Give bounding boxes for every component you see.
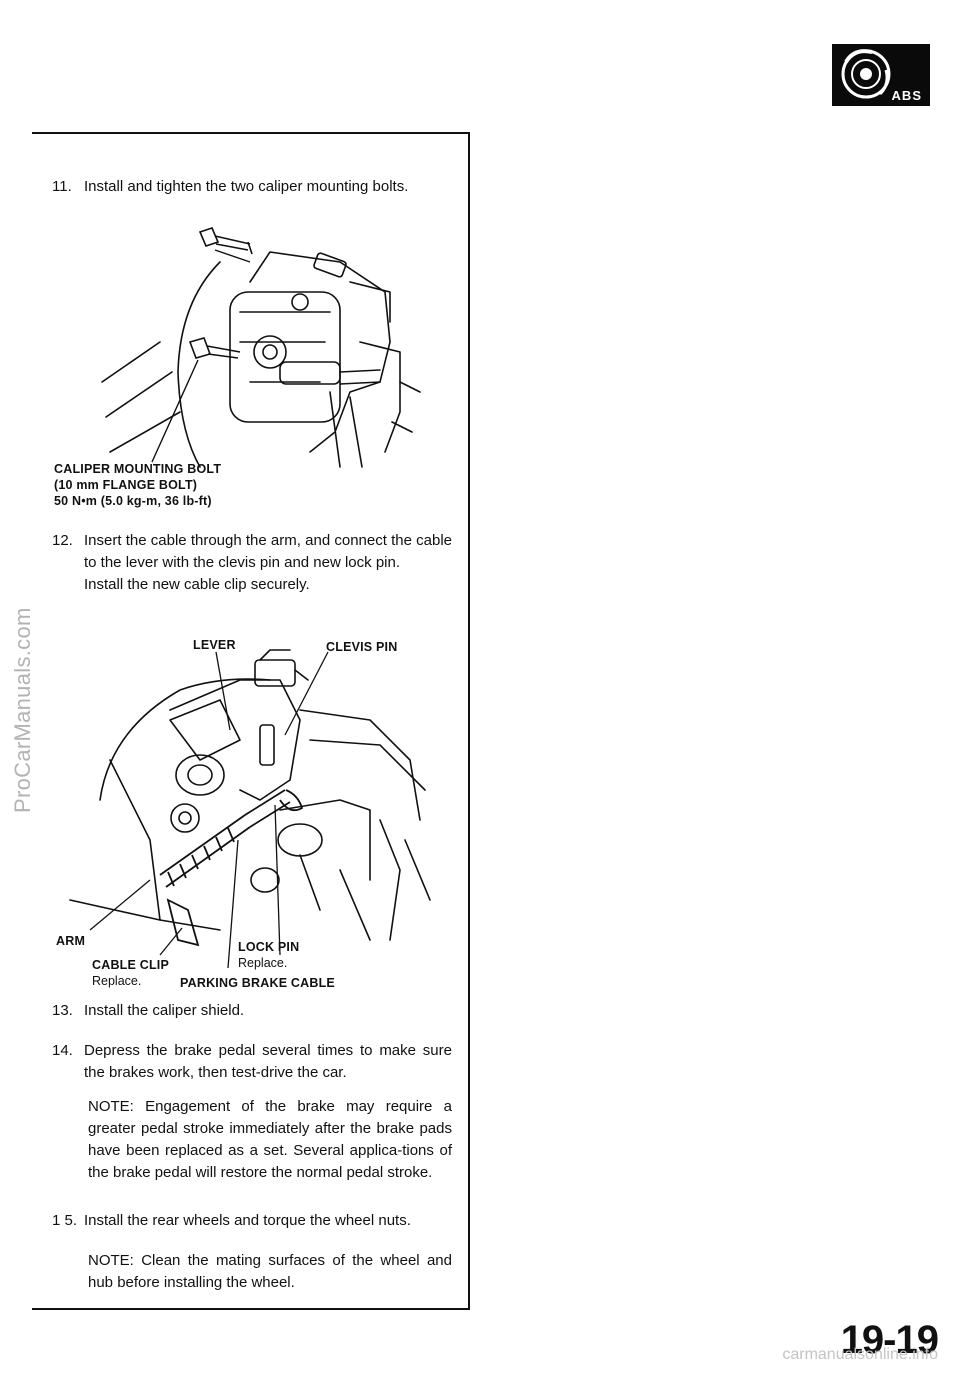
flange-bolt-size-label: (10 mm FLANGE BOLT) [54, 478, 198, 492]
caliper-mounting-bolt-label: CALIPER MOUNTING BOLT [54, 462, 222, 476]
step-15-note: NOTE: Clean the mating surfaces of the w… [88, 1252, 452, 1291]
step-text: Insert the cable through the arm, and co… [84, 532, 452, 571]
step-extra-text: Install the new cable clip securely. [84, 576, 310, 593]
lock-pin-label: LOCK PIN [238, 940, 300, 954]
clevis-pin-label: CLEVIS PIN [326, 640, 398, 654]
step-text: Install the rear wheels and torque the w… [84, 1212, 411, 1229]
step-11: 11. Install and tighten the two caliper … [52, 176, 452, 198]
step-number: 12. [52, 532, 73, 549]
frame-bottom-rule [32, 1308, 470, 1310]
step-13: 13. Install the caliper shield. [52, 1000, 452, 1022]
page-number: 19-19 [840, 1318, 939, 1362]
step-number: 13. [52, 1002, 73, 1019]
cable-clip-label: CABLE CLIP [92, 958, 169, 972]
frame-top-rule [32, 132, 470, 134]
step-text: Depress the brake pedal several times to… [84, 1042, 452, 1081]
step-12: 12. Insert the cable through the arm, an… [52, 530, 452, 596]
torque-spec-label: 50 N•m (5.0 kg-m, 36 lb-ft) [54, 494, 212, 508]
step-15: 1 5. Install the rear wheels and torque … [52, 1210, 452, 1232]
parking-brake-cable-figure [69, 649, 431, 969]
frame-right-rule [468, 132, 470, 1310]
lever-label: LEVER [193, 638, 236, 652]
abs-badge-label: ABS [891, 88, 922, 103]
arm-label: ARM [56, 934, 86, 948]
caliper-mounting-bolt-figure [101, 227, 421, 468]
step-number: 1 5. [52, 1212, 78, 1229]
parking-brake-cable-label: PARKING BRAKE CABLE [180, 976, 335, 990]
step-text: Install and tighten the two caliper moun… [84, 178, 409, 195]
lock-pin-replace-note: Replace. [238, 956, 288, 970]
cable-clip-replace-note: Replace. [92, 974, 142, 988]
footer-site-watermark: carmanualsonline.info [782, 1346, 938, 1363]
step-14-note: NOTE: Engagement of the brake may requir… [88, 1098, 452, 1181]
step-14: 14. Depress the brake pedal several time… [52, 1040, 452, 1084]
step-number: 14. [52, 1042, 73, 1059]
step-text: Install the caliper shield. [84, 1002, 245, 1019]
abs-badge: ABS [832, 44, 930, 106]
watermark-text: ProCarManuals.com [10, 607, 35, 813]
step-number: 11. [52, 178, 72, 195]
brake-disc-icon [841, 49, 891, 99]
